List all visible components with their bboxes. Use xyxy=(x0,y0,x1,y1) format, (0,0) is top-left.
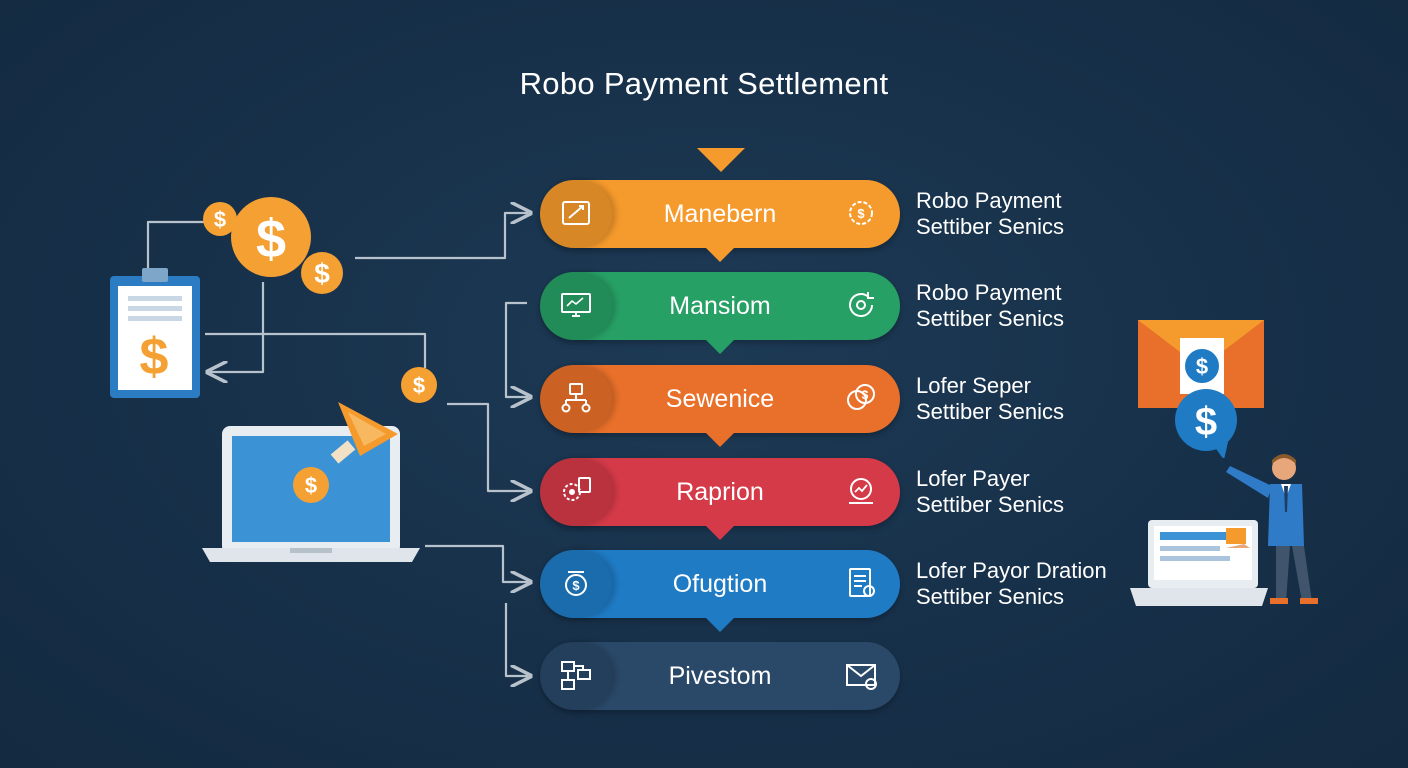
step-label: Raprion xyxy=(676,478,764,506)
step-arrow-icon xyxy=(706,433,734,447)
svg-text:$: $ xyxy=(214,207,226,232)
svg-text:$: $ xyxy=(572,578,580,593)
connector-coins-step1 xyxy=(355,213,528,260)
svg-text:$: $ xyxy=(314,258,330,289)
step-icon-badge xyxy=(540,365,612,433)
gear-dollar-icon: $ xyxy=(844,196,880,232)
coins-icon: $ xyxy=(844,381,880,417)
step-icon-badge: $ xyxy=(540,550,612,618)
step-label: Mansiom xyxy=(669,292,771,320)
chart-icon xyxy=(844,474,880,510)
svg-text:$: $ xyxy=(413,373,425,398)
laptop-megaphone-icon: $ xyxy=(202,402,420,562)
coin-icon: $ xyxy=(401,367,437,403)
connector-step2-step3 xyxy=(504,301,528,397)
connector-coin-step4 xyxy=(447,402,528,491)
step-label: Pivestom xyxy=(668,662,772,690)
step-description-line: Settiber Senics xyxy=(916,492,1064,517)
step-pill: $ Ofugtion xyxy=(540,550,900,632)
step-label: Sewenice xyxy=(665,385,775,413)
step-icon-badge xyxy=(540,180,612,248)
step-description-line: Settiber Senics xyxy=(916,399,1064,424)
step-description-line: Lofer Payer xyxy=(916,466,1030,491)
connector-clipboard-coin xyxy=(205,332,427,368)
step-description-line: Lofer Seper xyxy=(916,373,1031,398)
step-arrow-icon xyxy=(706,248,734,262)
tools-icon xyxy=(562,201,590,225)
step-pill: Pivestom xyxy=(540,642,900,710)
svg-text:$: $ xyxy=(857,206,865,221)
step-description-line: Settiber Senics xyxy=(916,214,1064,239)
step-arrow-icon xyxy=(706,526,734,540)
dollar-drop-icon: $ xyxy=(565,571,587,596)
svg-text:$: $ xyxy=(140,328,169,386)
step-label: Manebern xyxy=(663,200,777,228)
network-icon xyxy=(561,383,591,413)
svg-text:$: $ xyxy=(862,388,869,402)
svg-text:$: $ xyxy=(305,473,317,498)
step-description-line: Robo Payment xyxy=(916,188,1062,213)
svg-text:$: $ xyxy=(1195,400,1217,444)
gears-icon xyxy=(563,477,591,501)
step-icon-badge xyxy=(540,458,612,526)
svg-text:$: $ xyxy=(256,209,286,269)
entry-arrow-icon xyxy=(697,148,745,172)
svg-text:$: $ xyxy=(1196,354,1208,379)
envelope-coin-icon: $ $ xyxy=(1138,320,1264,458)
connector-laptop-step5 xyxy=(425,544,528,582)
step-arrow-icon xyxy=(706,618,734,632)
step-description-line: Lofer Payor Dration xyxy=(916,558,1107,583)
mail-icon xyxy=(844,658,880,694)
step-pill: Sewenice $ xyxy=(540,365,900,447)
step-pill: Mansiom xyxy=(540,272,900,354)
step-label: Ofugtion xyxy=(672,570,768,598)
monitor-icon xyxy=(561,293,591,317)
connector-clipboard-coins xyxy=(146,220,205,268)
person-laptop-icon xyxy=(1130,454,1318,606)
flowchart-icon xyxy=(561,661,591,690)
diagram-title: Robo Payment Settlement xyxy=(519,66,889,101)
connector-step5-step6 xyxy=(504,603,528,676)
step-pill: Raprion xyxy=(540,458,900,540)
step-icon-badge xyxy=(540,642,612,710)
coins-cluster-icon: $ $ $ xyxy=(203,197,343,294)
step-description-line: Robo Payment xyxy=(916,280,1062,305)
connector-coins-clipboard xyxy=(210,282,265,372)
document-icon xyxy=(844,566,880,602)
step-icon-badge xyxy=(540,272,612,340)
step-arrow-icon xyxy=(706,340,734,354)
step-description-line: Settiber Senics xyxy=(916,306,1064,331)
clipboard-icon: $ xyxy=(110,268,200,398)
cycle-icon xyxy=(844,288,880,324)
step-pill: Manebern $ xyxy=(540,180,900,262)
step-description-line: Settiber Senics xyxy=(916,584,1064,609)
